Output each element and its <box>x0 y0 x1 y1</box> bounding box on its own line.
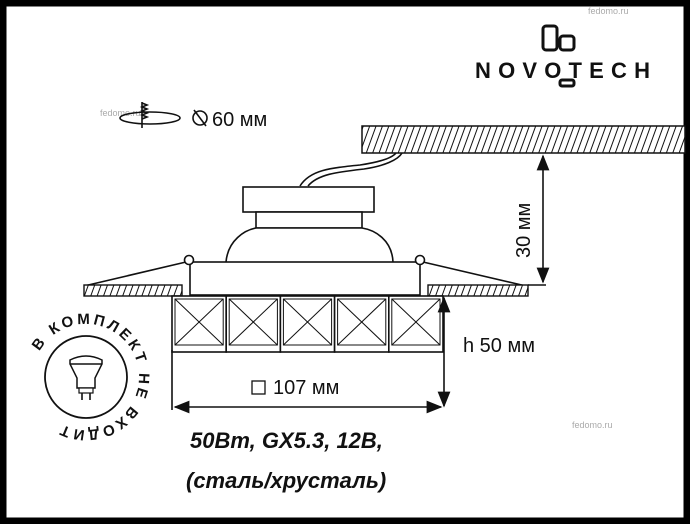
cutout-diameter-label: 60 мм <box>212 109 267 131</box>
wire <box>299 152 397 187</box>
diameter-symbol-icon <box>192 109 208 127</box>
wire <box>307 152 403 187</box>
square-symbol-icon <box>251 380 266 395</box>
lamp-body <box>189 186 421 296</box>
height-below-label: h 50 мм <box>463 335 535 357</box>
crystal <box>279 295 336 353</box>
crystal <box>225 295 282 353</box>
crystal <box>333 295 390 353</box>
spring-left <box>83 261 187 287</box>
watermark: fedomo.ru <box>572 420 613 430</box>
spring-right <box>422 261 527 287</box>
watermark: fedomo.ru <box>588 6 629 16</box>
width-label: 107 мм <box>273 377 339 399</box>
ceiling-cut-left <box>83 284 183 297</box>
watermark: fedomo.ru <box>100 108 141 118</box>
height-above-label: 30 мм <box>513 203 535 258</box>
crystal <box>387 295 444 353</box>
crystal <box>171 295 228 353</box>
screw <box>183 254 195 266</box>
ceiling-slab <box>361 125 686 154</box>
spec-line-1: 50Вт, GX5.3, 12В, <box>190 428 383 453</box>
gu5.3-bulb-icon <box>69 355 103 400</box>
ceiling-cut-right <box>427 284 529 297</box>
crystal-row <box>171 295 444 353</box>
spec-line-2: (сталь/хрусталь) <box>186 468 386 493</box>
ceiling-cutout-saw-icon <box>119 102 181 128</box>
screw <box>414 254 426 266</box>
